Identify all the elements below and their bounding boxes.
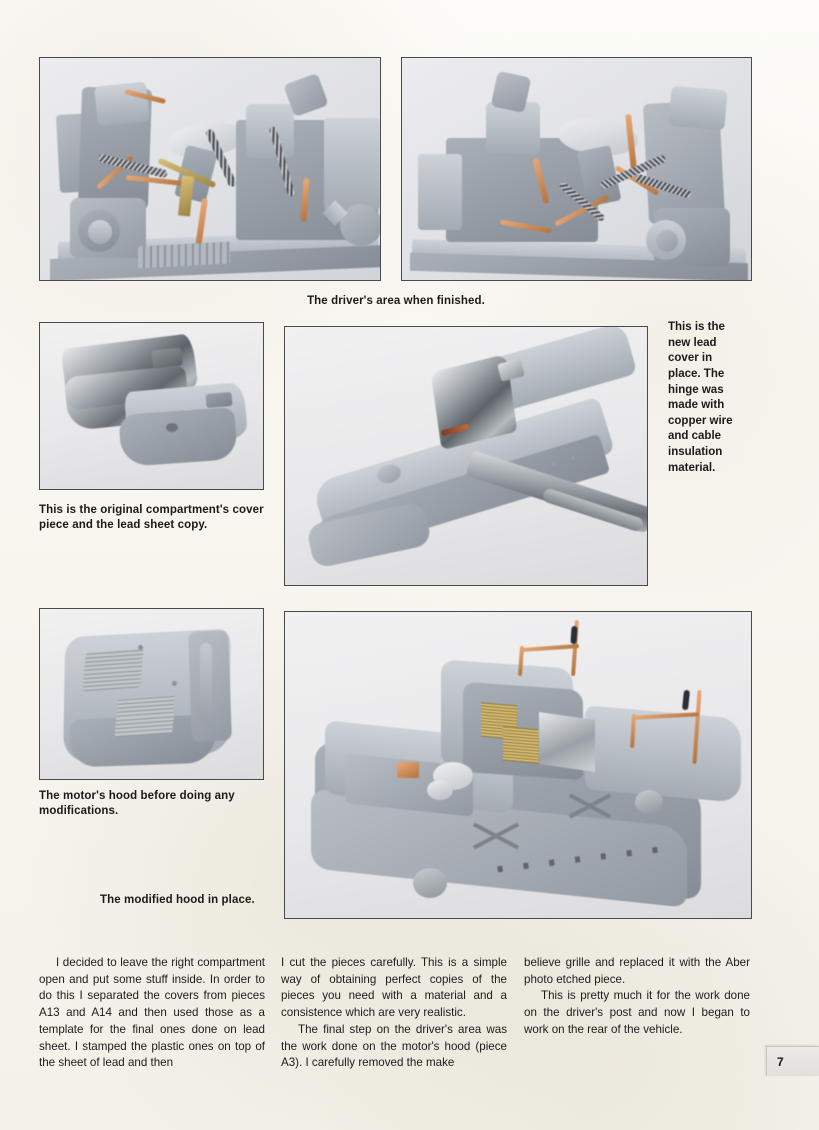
modified-hood-photo <box>284 611 752 919</box>
driver-area-photo-right <box>401 57 752 281</box>
page-number: 7 <box>777 1054 784 1069</box>
body-paragraph: I cut the pieces carefully. This is a si… <box>281 956 507 1020</box>
body-paragraph: The final step on the driver's area was … <box>281 1022 507 1070</box>
body-paragraph: I decided to leave the right compartment… <box>39 956 265 1070</box>
driver-area-photo-left <box>39 57 381 281</box>
caption-driver-area: The driver's area when finished. <box>307 295 485 307</box>
caption-compartment-cover: This is the original compartment's cover… <box>39 504 264 531</box>
page-number-tab: 7 <box>766 1046 819 1076</box>
lead-cover-in-place-photo <box>284 326 648 586</box>
caption-modified-hood: The modified hood in place. <box>100 894 255 906</box>
caption-lead-cover: This is the new lead cover in place. The… <box>668 321 733 474</box>
body-column-2: I cut the pieces carefully. This is a si… <box>281 955 507 1072</box>
body-paragraph: believe grille and replaced it with the … <box>524 956 750 986</box>
body-paragraph: This is pretty much it for the work done… <box>524 989 750 1036</box>
motor-hood-photo <box>39 608 264 780</box>
body-column-1: I decided to leave the right compartment… <box>39 955 265 1072</box>
caption-motor-hood: The motor's hood before doing any modifi… <box>39 790 235 817</box>
compartment-cover-photo <box>39 322 264 490</box>
body-column-3: believe grille and replaced it with the … <box>524 955 750 1039</box>
